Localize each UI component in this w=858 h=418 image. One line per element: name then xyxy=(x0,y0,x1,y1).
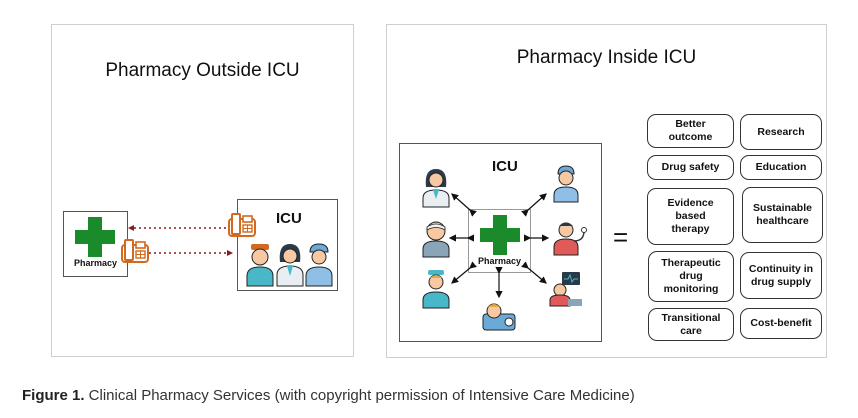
right-panel-title: Pharmacy Inside ICU xyxy=(516,47,697,68)
service-education: Education xyxy=(740,155,822,180)
female-doctor-icon xyxy=(422,169,450,208)
service-continuity-drug-supply: Continuity in drug supply xyxy=(740,252,822,299)
nurse-icon-inside xyxy=(422,270,450,309)
doctor-icon xyxy=(276,244,304,287)
pharmacy-label-inside: Pharmacy xyxy=(477,256,522,266)
service-transitional-care: Transitional care xyxy=(648,308,734,341)
service-evidence-based-therapy: Evidence based therapy xyxy=(647,188,734,245)
pharmacy-box-inside: Pharmacy xyxy=(468,209,531,273)
pharmacy-box-outside: Pharmacy xyxy=(63,211,128,277)
equals-sign: = xyxy=(613,222,629,252)
service-therapeutic-drug-monitoring: Therapeutic drug monitoring xyxy=(648,251,734,302)
left-panel-title: Pharmacy Outside ICU xyxy=(105,60,300,81)
fax-icon-to-pharmacy xyxy=(228,213,256,237)
pharmacy-cross-icon-inside xyxy=(480,215,520,255)
figure-label: Figure 1. xyxy=(22,387,85,404)
icu-label-inside: ICU xyxy=(492,158,518,175)
service-sustainable-healthcare: Sustainable healthcare xyxy=(742,187,823,243)
icu-box-outside: ICU xyxy=(237,199,338,291)
patient-bandaged-icon xyxy=(422,221,450,258)
surgeon-icon-inside xyxy=(553,165,579,203)
physician-stethoscope-icon xyxy=(553,222,587,256)
nurse-icon xyxy=(246,244,274,287)
patient-in-bed-icon xyxy=(482,303,516,331)
service-research: Research xyxy=(740,114,822,150)
service-better-outcome: Better outcome xyxy=(647,114,734,148)
service-drug-safety: Drug safety xyxy=(647,155,734,180)
figure-caption: Figure 1. Clinical Pharmacy Services (wi… xyxy=(22,387,635,404)
pharmacy-cross-icon xyxy=(75,217,115,257)
monitor-staff-icon xyxy=(549,272,582,307)
surgeon-icon xyxy=(305,243,333,287)
pharmacy-outside-icu-panel: Pharmacy Outside ICU xyxy=(51,24,354,357)
icu-label-outside: ICU xyxy=(276,210,302,227)
caption-text: Clinical Pharmacy Services (with copyrig… xyxy=(84,387,635,404)
fax-icon-to-icu xyxy=(121,239,149,263)
service-cost-benefit: Cost-benefit xyxy=(740,308,822,339)
pharmacy-label-outside: Pharmacy xyxy=(73,258,118,268)
